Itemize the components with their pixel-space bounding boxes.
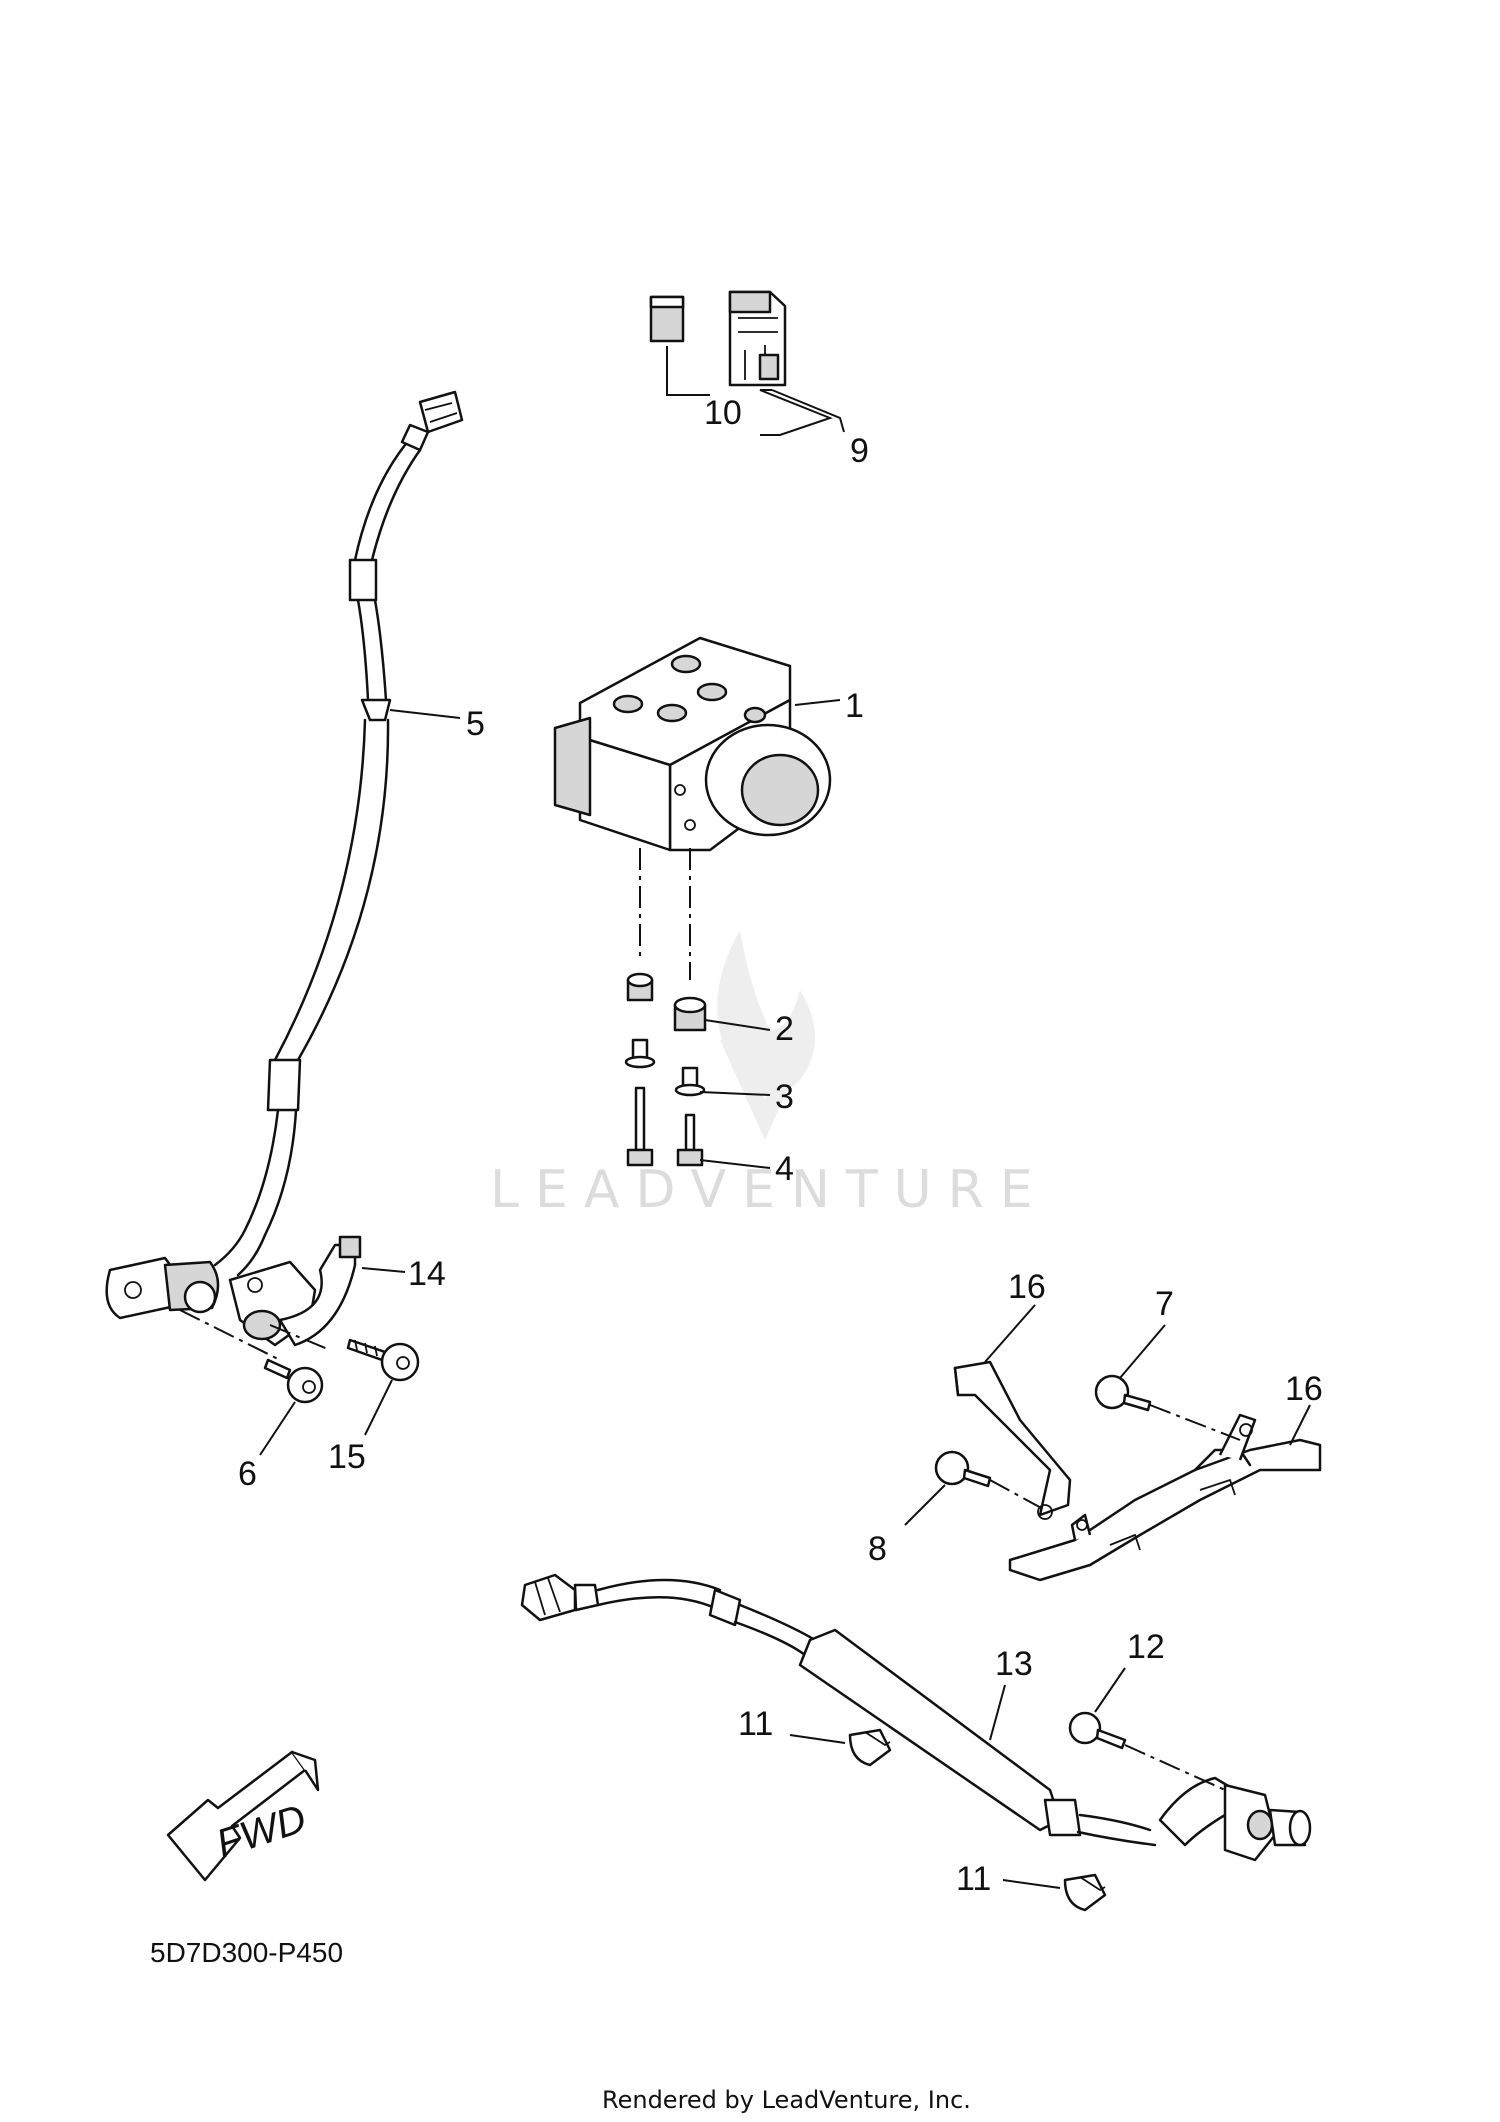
callout-7: 13 <box>995 1645 1033 1683</box>
callout-1: 1 <box>845 687 864 725</box>
part-1-abs-unit <box>553 636 841 852</box>
part-rear-sensor-head <box>1158 1776 1312 1862</box>
part-front-sensor-assembly <box>105 1235 406 1361</box>
part-16-bolt-lower <box>904 1450 1046 1526</box>
part-14-bracket <box>953 1304 1072 1520</box>
part-8-bolt <box>1068 1667 1226 1791</box>
part-6-bolt <box>259 1358 324 1456</box>
watermark: LEADVENTURE <box>490 930 1049 1220</box>
watermark-text: LEADVENTURE <box>490 1160 1049 1220</box>
callout-12: 14 <box>408 1255 446 1293</box>
callout-11-upper: 11 <box>738 1705 773 1743</box>
part-9-10-connectors <box>649 290 845 436</box>
callout-10: 10 <box>704 394 742 432</box>
callout-14: 16 <box>1008 1268 1046 1306</box>
callout-5: 5 <box>466 705 485 743</box>
callout-2: 2 <box>775 1010 794 1048</box>
part-13-bolt <box>346 1338 420 1436</box>
part-5-front-sensor-lead <box>213 390 464 1277</box>
part-2-3-4-mounting-hardware <box>624 848 771 1169</box>
callout-13: 15 <box>328 1438 366 1476</box>
forward-arrow-icon: FWD <box>166 1750 320 1882</box>
callout-11-lower: 11 <box>956 1860 991 1898</box>
part-11-clamp-upper <box>789 1728 892 1767</box>
callout-16-upper: 7 <box>1155 1285 1174 1323</box>
watermark-logo-icon <box>717 930 815 1140</box>
callout-8: 12 <box>1127 1628 1165 1666</box>
callout-15: 16 <box>1285 1370 1323 1408</box>
callout-3: 3 <box>775 1078 794 1116</box>
callout-9: 9 <box>850 432 869 470</box>
callout-6: 6 <box>238 1455 257 1493</box>
part-7-rear-sensor-lead <box>520 1573 1157 1847</box>
part-11-clamp-lower <box>1002 1873 1107 1912</box>
part-15-bracket <box>1008 1404 1322 1582</box>
part-16-bolt-upper <box>1094 1324 1241 1441</box>
footer-credit: Rendered by LeadVenture, Inc. <box>602 2086 971 2114</box>
callout-4: 4 <box>775 1150 794 1188</box>
callout-16-lower: 8 <box>868 1530 887 1568</box>
drawing-code: 5D7D300-P450 <box>150 1937 343 1968</box>
